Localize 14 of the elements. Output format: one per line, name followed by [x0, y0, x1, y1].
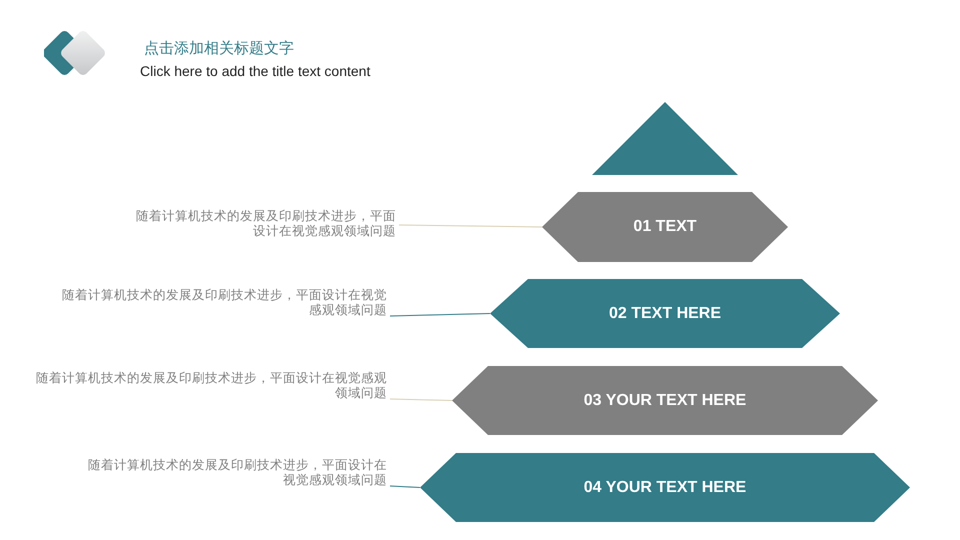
subtitle: Click here to add the title text content	[140, 63, 370, 79]
leader-line	[390, 486, 420, 488]
level-label: 04 YOUR TEXT HERE	[584, 478, 746, 496]
leader-line	[398, 224, 542, 228]
level-label: 02 TEXT HERE	[608, 304, 722, 322]
level-label: 01 TEXT	[633, 218, 697, 236]
description-text: 随着计算机技术的发展及印刷技术进步，平面设计在视觉感观领域问题	[124, 208, 396, 240]
title: 点击添加相关标题文字	[144, 39, 294, 58]
description-text: 随着计算机技术的发展及印刷技术进步，平面设计在视觉感观领域问题	[30, 370, 387, 402]
description-text: 随着计算机技术的发展及印刷技术进步，平面设计在视觉感观领域问题	[50, 287, 387, 319]
description-text: 随着计算机技术的发展及印刷技术进步，平面设计在视觉感观领域问题	[85, 457, 387, 489]
level-label: 03 YOUR TEXT HERE	[584, 392, 746, 410]
leader-line	[390, 398, 452, 401]
leader-line	[390, 313, 490, 316]
